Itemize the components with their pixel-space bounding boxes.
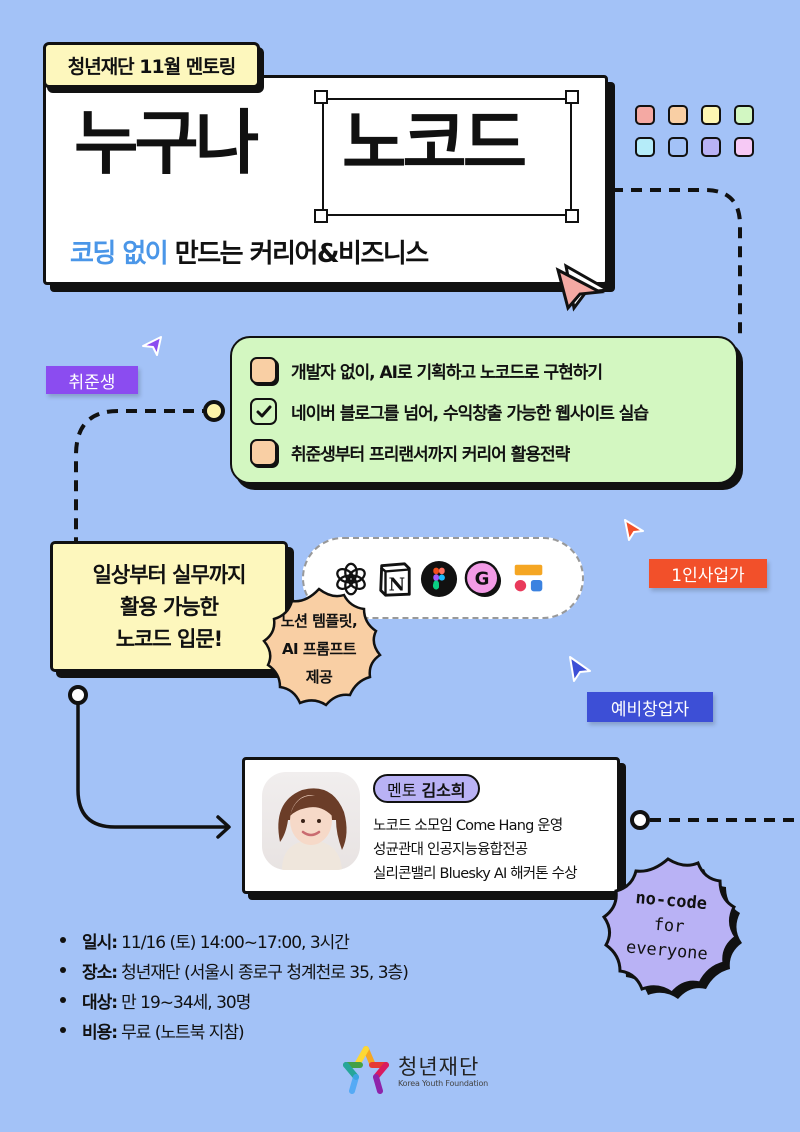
- resize-handle: [314, 209, 328, 223]
- svg-text:G: G: [475, 569, 490, 590]
- selection-box: [322, 98, 572, 216]
- swatch: [734, 137, 754, 157]
- resize-handle: [565, 90, 579, 104]
- info-place: 장소: 청년재단 (서울시 종로구 청계천로 35, 3층): [60, 955, 409, 985]
- cursor-red-icon: [624, 519, 644, 541]
- info-key: 장소:: [82, 962, 118, 983]
- badge-line: AI 프롬프트: [281, 640, 357, 658]
- event-info-list: 일시: 11/16 (토) 14:00~17:00, 3시간 장소: 청년재단 …: [60, 925, 409, 1045]
- mentor-role: 멘토: [387, 780, 417, 800]
- checkmark-icon: [256, 405, 271, 417]
- foundation-logo: 청년재단 Korea Youth Foundation: [340, 1045, 488, 1097]
- mentor-portrait-icon: [278, 788, 347, 870]
- swatch: [635, 105, 655, 125]
- notion-icon: N: [379, 562, 411, 597]
- cursor-purple-icon: [142, 336, 162, 356]
- checklist-item[interactable]: 취준생부터 프리랜서까지 커리어 활용전략: [250, 432, 736, 473]
- swatch: [734, 105, 754, 125]
- svg-text:N: N: [389, 574, 405, 595]
- swatch: [668, 105, 688, 125]
- persona-tag-solopreneur: 1인사업가: [649, 559, 767, 588]
- info-target: 대상: 만 19~34세, 30명: [60, 985, 408, 1015]
- connector-node: [203, 400, 225, 422]
- bullet-icon: [60, 1027, 66, 1033]
- wavy-badge-shape: [262, 587, 382, 707]
- title-part-1: 누구나: [74, 102, 259, 184]
- subtitle-highlight: 코딩 없이: [70, 239, 169, 269]
- color-palette: [635, 105, 754, 157]
- swatch: [635, 137, 655, 157]
- checkbox-unchecked[interactable]: [250, 439, 277, 466]
- info-cost: 비용: 무료 (노트북 지참): [60, 1015, 408, 1045]
- info-date: 일시: 11/16 (토) 14:00~17:00, 3시간: [60, 925, 408, 955]
- checklist-item[interactable]: 네이버 블로그를 넘어, 수익창출 가능한 웹사이트 실습: [250, 391, 736, 432]
- feature-line: 활용 가능한: [120, 594, 219, 619]
- badge-line: 노션 템플릿,: [280, 612, 358, 630]
- checkbox-checked[interactable]: [250, 398, 277, 425]
- info-value: 무료 (노트북 지참): [121, 1022, 245, 1043]
- checklist-label: 개발자 없이, AI로 기획하고 노코드로 구현하기: [291, 363, 603, 383]
- bonus-badge: 노션 템플릿, AI 프롬프트 제공: [250, 585, 388, 713]
- feature-box: 일상부터 실무까지 활용 가능한 노코드 입문!: [50, 541, 288, 672]
- logo-korean: 청년재단: [398, 1054, 480, 1079]
- swatch: [668, 137, 688, 157]
- bullet-icon: [60, 937, 66, 943]
- cursor-blue-icon: [569, 656, 591, 682]
- nocode-text: no-code for everyone: [591, 883, 747, 971]
- figma-icon: [420, 560, 458, 598]
- info-key: 일시:: [82, 932, 118, 953]
- checklist-item[interactable]: 개발자 없이, AI로 기획하고 노코드로 구현하기: [250, 350, 736, 391]
- star-logo-icon: [343, 1046, 389, 1094]
- chatgpt-icon: [336, 562, 366, 596]
- checklist-label: 네이버 블로그를 넘어, 수익창출 가능한 웹사이트 실습: [291, 404, 649, 424]
- resize-handle: [314, 90, 328, 104]
- hero-subtitle: 코딩 없이 만드는 커리어&비즈니스: [70, 233, 429, 270]
- persona-tag-job-seeker: 취준생: [46, 366, 138, 394]
- mentor-name: 김소희: [421, 780, 466, 800]
- info-value: 청년재단 (서울시 종로구 청계천로 35, 3층): [121, 962, 409, 983]
- info-value: 11/16 (토) 14:00~17:00, 3시간: [121, 932, 350, 953]
- checkbox-unchecked[interactable]: [250, 357, 277, 384]
- cursor-pink-icon: [555, 263, 612, 312]
- wavy-badge-shape: [601, 857, 742, 999]
- info-value: 만 19~34세, 30명: [121, 992, 251, 1013]
- mentor-photo: [262, 772, 360, 870]
- bullet-icon: [60, 997, 66, 1003]
- mentor-name-pill: 멘토 김소희: [373, 774, 480, 803]
- nocode-badge: no-code for everyone: [594, 855, 754, 1005]
- badge-line: 제공: [305, 668, 333, 686]
- bullet-icon: [60, 967, 66, 973]
- badge-text: 노션 템플릿, AI 프롬프트 제공: [250, 607, 388, 691]
- logo-english: Korea Youth Foundation: [398, 1078, 489, 1088]
- swatch: [701, 105, 721, 125]
- feature-line: 일상부터 실무까지: [92, 562, 247, 587]
- info-key: 대상:: [82, 992, 118, 1013]
- resize-handle: [565, 209, 579, 223]
- mentor-detail: 노코드 소모임 Come Hang 운영: [373, 818, 563, 834]
- curriculum-checklist: 개발자 없이, AI로 기획하고 노코드로 구현하기 네이버 블로그를 넘어, …: [230, 336, 738, 484]
- subtitle-rest: 만드는 커리어&비즈니스: [167, 239, 429, 269]
- event-tag: 청년재단 11월 멘토링: [43, 42, 260, 88]
- persona-tag-pre-founder: 예비창업자: [587, 692, 713, 722]
- feature-line: 노코드 입문!: [115, 626, 223, 651]
- title-part-2: 노코드: [342, 102, 527, 184]
- layout-app-icon: [514, 564, 543, 592]
- g-app-icon: G: [464, 560, 502, 598]
- swatch: [701, 137, 721, 157]
- info-key: 비용:: [82, 1022, 118, 1043]
- mentor-detail: 실리콘밸리 Bluesky AI 해커톤 수상: [373, 866, 578, 882]
- mentor-detail: 성균관대 인공지능융합전공: [373, 842, 528, 858]
- hero-card: 누구나 노코드 코딩 없이 만드는 커리어&비즈니스: [43, 75, 608, 285]
- mentor-card: 멘토 김소희 노코드 소모임 Come Hang 운영 성균관대 인공지능융합전…: [242, 757, 620, 894]
- checklist-label: 취준생부터 프리랜서까지 커리어 활용전략: [291, 445, 570, 465]
